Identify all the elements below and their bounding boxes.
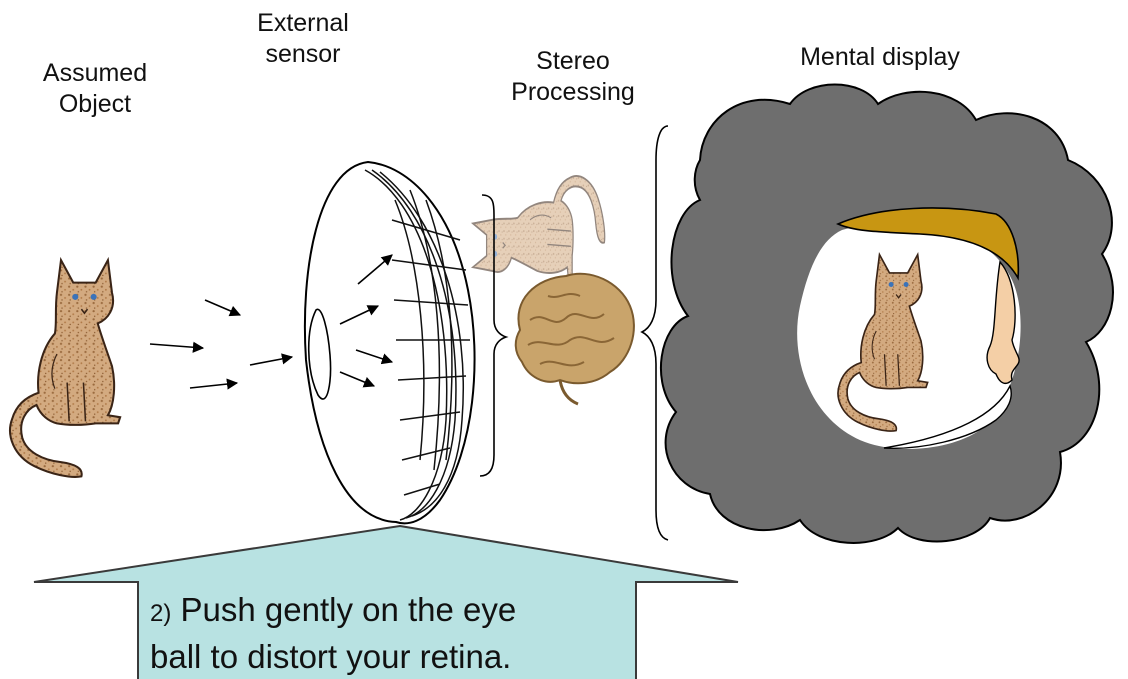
brain-image	[516, 274, 634, 404]
cat-object	[10, 260, 120, 477]
callout-step-number: 2)	[150, 600, 171, 627]
callout-instruction: Push gently on the eye ball to distort y…	[150, 591, 516, 675]
label-stereo-processing: Stereo Processing	[488, 46, 658, 108]
inverted-cat-image	[473, 176, 605, 279]
display-bracket	[642, 126, 668, 540]
callout-text: 2) Push gently on the eye ball to distor…	[150, 588, 650, 678]
label-external-sensor: External sensor	[238, 8, 368, 70]
input-arrows	[150, 300, 292, 388]
label-assumed-object: Assumed Object	[30, 58, 160, 120]
label-mental-display: Mental display	[770, 42, 990, 73]
